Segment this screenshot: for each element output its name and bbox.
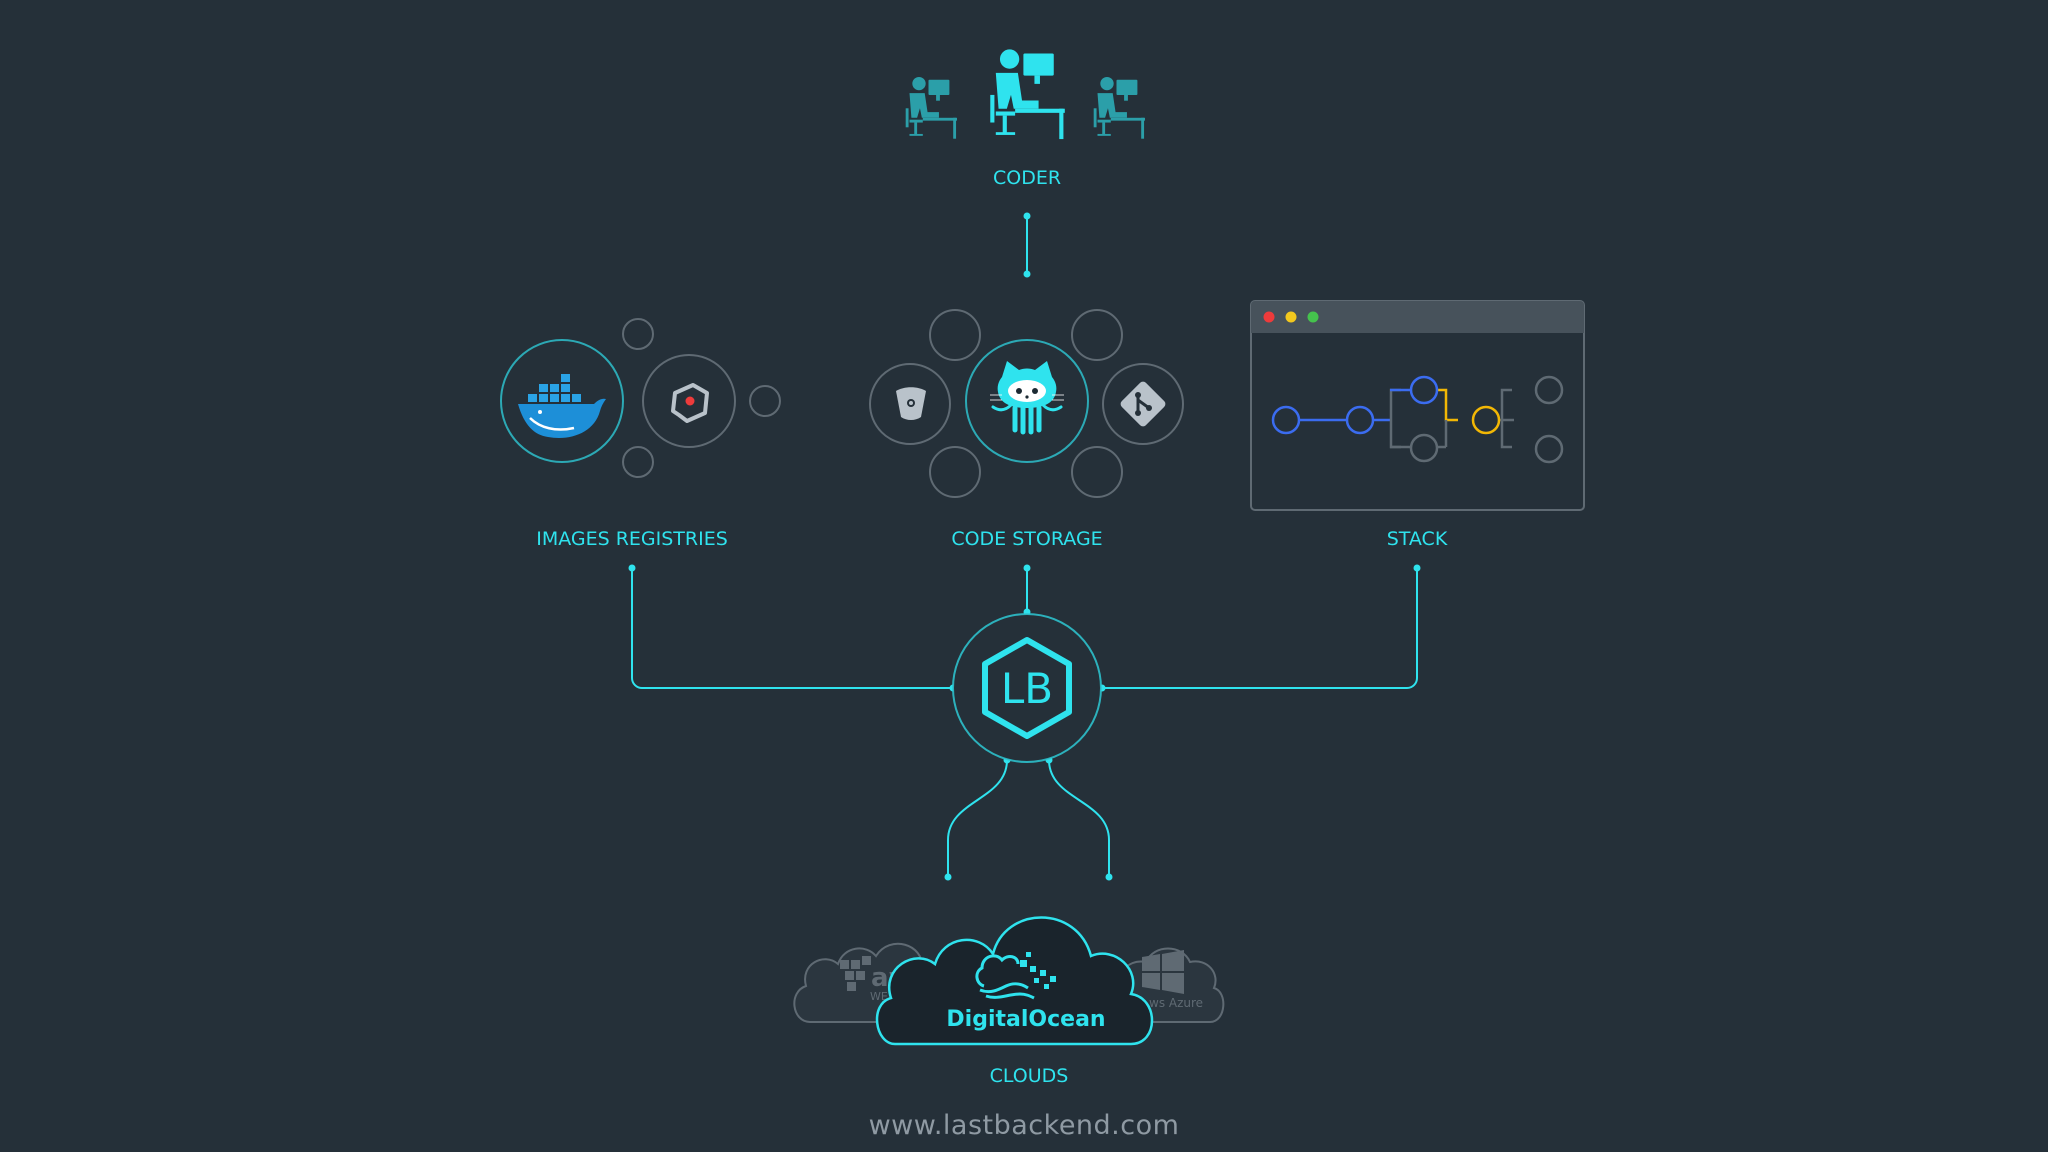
lb-text: LB (1001, 664, 1053, 713)
storage-bubble-bl (929, 446, 981, 498)
lb-hexagon-icon (982, 637, 1072, 739)
storage-bubble-tl (929, 309, 981, 361)
git-icon (1120, 381, 1166, 427)
stack-label: STACK (1387, 528, 1448, 550)
connector-images-to-lb (631, 568, 953, 689)
digitalocean-logo-icon (975, 954, 1035, 1000)
docker-icon (518, 374, 606, 438)
aws-logo-subtext: WE (870, 990, 888, 1003)
connector-stack-to-lb (1102, 568, 1418, 689)
website-url[interactable]: www.lastbackend.com (868, 1110, 1180, 1141)
stack-window[interactable] (1250, 300, 1585, 511)
load-balancer-hub[interactable]: LB (952, 613, 1102, 763)
coder-group (905, 49, 1145, 140)
bitbucket-icon (896, 387, 926, 420)
coder-figure-left-icon (905, 76, 957, 139)
aws-logo-icon (840, 956, 871, 991)
storage-bubble-tr (1071, 309, 1123, 361)
registry-bubble-top (622, 318, 654, 350)
window-maximize-dot[interactable] (1307, 311, 1319, 323)
lb-ring (952, 613, 1102, 763)
window-close-dot[interactable] (1263, 311, 1275, 323)
quay-icon (671, 383, 709, 423)
code-storage-group (869, 309, 1184, 498)
coder-label: CODER (993, 167, 1061, 189)
lb-connectors (631, 568, 1418, 877)
window-minimize-dot[interactable] (1285, 311, 1297, 323)
azure-logo-text: ws Azure (1149, 996, 1203, 1010)
stack-pipeline-graph (1271, 375, 1564, 464)
azure-windows-icon (1142, 950, 1184, 994)
clouds-group: aw WE ws Azure (793, 916, 1225, 1046)
digitalocean-text: DigitalOcean (946, 1007, 1105, 1032)
coder-connector (1023, 212, 1031, 278)
registry-bubble-bottom (622, 446, 654, 478)
images-registries-label: IMAGES REGISTRIES (536, 528, 728, 550)
code-storage-label: CODE STORAGE (951, 528, 1102, 550)
github-octocat-icon (990, 361, 1064, 435)
digitalocean-cloud[interactable]: DigitalOcean (875, 916, 1154, 1046)
connector-lb-to-cloud-left (947, 759, 1008, 877)
registry-bubble-right (749, 385, 781, 417)
connector-lb-to-cloud-right (1048, 759, 1110, 877)
storage-bubble-br (1071, 446, 1123, 498)
stack-window-titlebar (1251, 301, 1584, 333)
digitalocean-pixels-icon (1020, 952, 1056, 989)
images-registries-group (500, 318, 781, 478)
coder-figure-main-icon (990, 49, 1065, 140)
clouds-label: CLOUDS (990, 1065, 1069, 1087)
coder-figure-right-icon (1093, 76, 1145, 139)
